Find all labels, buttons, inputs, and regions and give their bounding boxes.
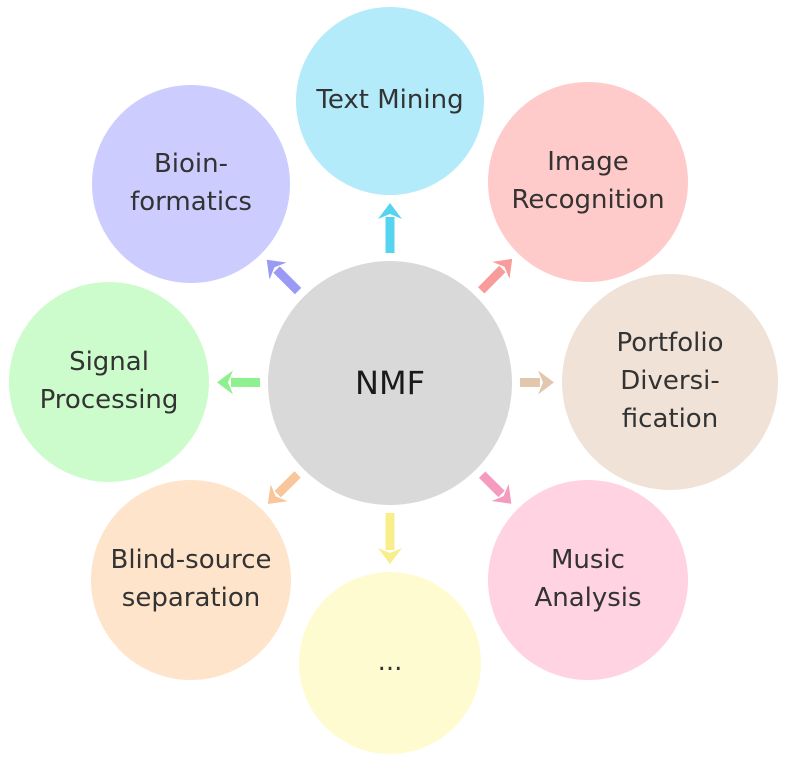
center-node-nmf: NMF	[268, 261, 512, 505]
node-blind-source-separation: Blind-source separation	[91, 480, 291, 680]
node-label-image-recognition: Image Recognition	[511, 147, 665, 215]
arrow-to-signal-processing	[217, 370, 261, 395]
arrow-shaft	[478, 265, 506, 294]
arrow-shaft	[478, 471, 505, 498]
arrow-head	[267, 484, 288, 504]
node-label-music-analysis: Music Analysis	[534, 545, 642, 613]
node-image-recognition: Image Recognition	[488, 82, 688, 282]
arrow-to-bioinformatics	[266, 259, 302, 295]
node-music-analysis: Music Analysis	[488, 480, 688, 680]
center-node-label: NMF	[355, 363, 425, 402]
node-label-ellipsis: ...	[377, 647, 403, 678]
arrow-head	[217, 370, 233, 395]
arrow-to-image-recognition	[478, 258, 513, 294]
arrow-shaft	[273, 266, 302, 295]
arrow-head	[378, 548, 402, 564]
node-bioinformatics: Bioin- formatics	[92, 85, 290, 283]
arrow-to-blind-source-separation	[267, 471, 301, 504]
node-portfolio-diversification: Portfolio Diversi- fication	[562, 274, 778, 490]
arrow-to-ellipsis	[378, 513, 402, 564]
arrow-head	[492, 258, 513, 279]
arrow-head	[378, 203, 402, 219]
arrow-to-portfolio-diversification	[519, 370, 554, 395]
node-label-blind-source-separation: Blind-source separation	[110, 545, 272, 613]
node-label-portfolio-diversification: Portfolio Diversi- fication	[616, 328, 724, 434]
arrow-to-music-analysis	[478, 471, 512, 504]
node-signal-processing: Signal Processing	[9, 282, 209, 482]
arrow-head	[491, 484, 512, 504]
node-text-mining: Text Mining	[296, 7, 484, 195]
arrow-head	[538, 370, 554, 395]
arrow-shaft	[274, 471, 301, 498]
node-label-text-mining: Text Mining	[316, 85, 464, 116]
node-label-signal-processing: Signal Processing	[39, 347, 179, 415]
arrow-head	[266, 259, 287, 280]
arrow-to-text-mining	[378, 203, 402, 253]
node-label-bioinformatics: Bioin- formatics	[130, 149, 252, 217]
node-ellipsis: ...	[299, 572, 481, 754]
